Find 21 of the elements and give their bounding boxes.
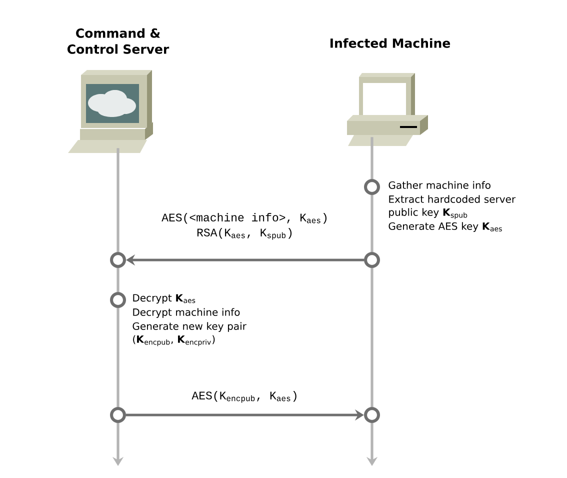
- lifeline: [370, 268, 374, 407]
- step-note: Generate AES key K$_{aes}$: [388, 222, 502, 232]
- timeline-circle: [364, 407, 380, 423]
- timeline-circle: [110, 252, 126, 268]
- lifeline: [370, 195, 374, 252]
- lifeline: [370, 137, 374, 179]
- node-title: Infected Machine: [330, 38, 450, 48]
- lifeline: [116, 268, 120, 292]
- lifeline: [116, 148, 120, 252]
- timeline-circle: [364, 179, 380, 195]
- step-note: Generate new key pair (K$_{encpub}$, K$_{encpriv}$): [132, 322, 246, 346]
- step-note: Decrypt K$_{aes}$: [133, 294, 196, 304]
- timeline-circle: [364, 252, 380, 268]
- step-note: Decrypt machine info: [133, 308, 240, 318]
- lifeline: [116, 308, 120, 407]
- step-note: Gather machine info: [388, 181, 490, 189]
- timeline-circle: [110, 407, 126, 423]
- node-title: Command & Control Server: [68, 28, 170, 54]
- edge-label: AES(K$_{encpub}$, K$_{aes}$): [192, 391, 296, 403]
- timeline-circle: [110, 292, 126, 308]
- edge-label: AES(<machine info>, K$_{aes}$) RSA(K$_{aes}$, K$_{spub}$): [162, 213, 326, 240]
